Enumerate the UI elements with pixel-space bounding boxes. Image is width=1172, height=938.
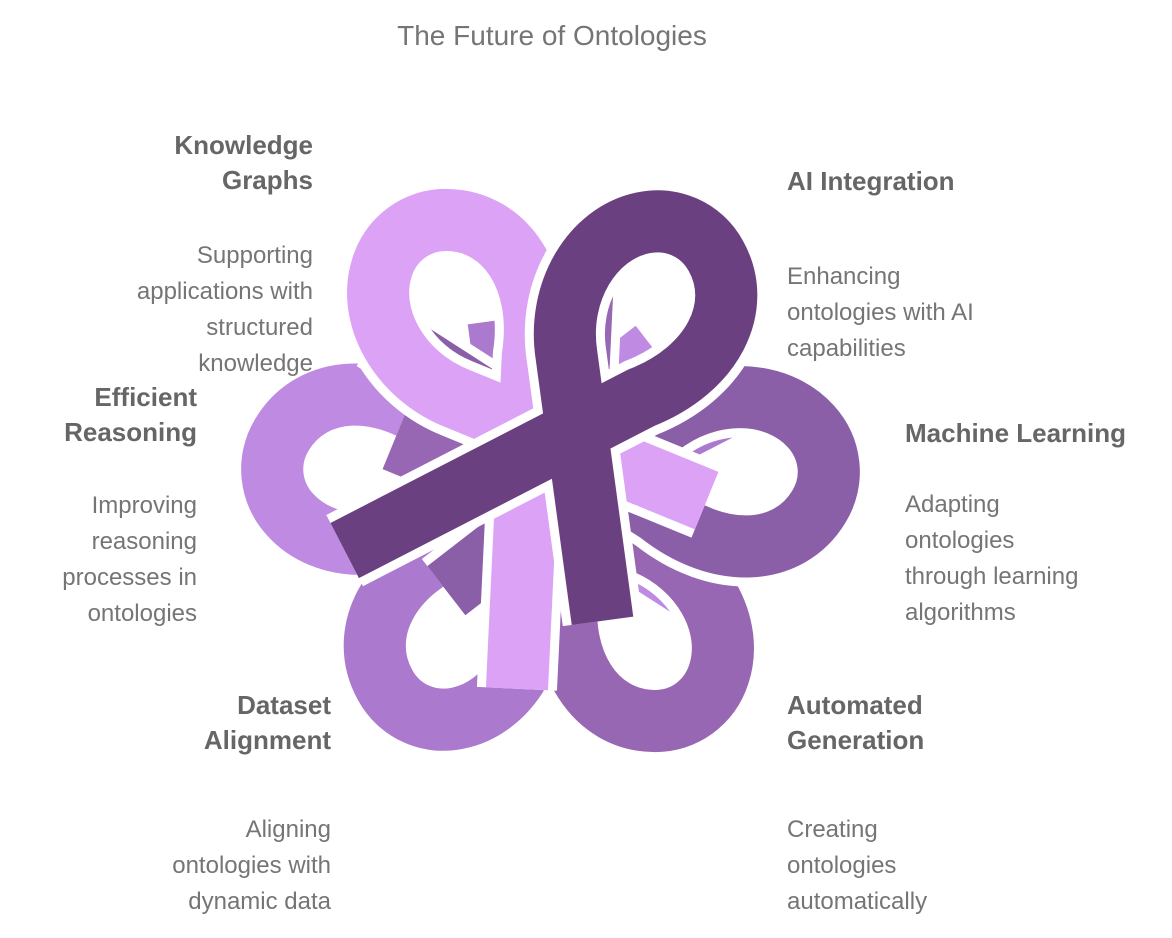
section-efficient-reasoning: Efficient Reasoning Improving reasoning …: [62, 362, 197, 650]
section-heading: AI Integration: [787, 166, 955, 196]
section-heading: Efficient Reasoning: [64, 382, 197, 447]
section-description: Supporting applications with structured …: [136, 242, 313, 377]
section-automated-generation: Automated Generation Creating ontologies…: [787, 670, 927, 938]
section-description: Creating ontologies automatically: [787, 816, 928, 915]
section-heading: Machine Learning: [905, 418, 1127, 448]
section-description: Aligning ontologies with dynamic data: [172, 816, 331, 915]
section-heading: Knowledge Graphs: [174, 130, 313, 195]
section-description: Improving reasoning processes in ontolog…: [62, 492, 197, 627]
section-dataset-alignment: Dataset Alignment Aligning ontologies wi…: [172, 670, 331, 938]
section-ai-integration: AI Integration Enhancing ontologies with…: [787, 146, 974, 385]
section-machine-learning: Machine Learning Adapting ontologies thr…: [905, 398, 1126, 649]
section-description: Enhancing ontologies with AI capabilitie…: [787, 263, 974, 362]
section-heading: Automated Generation: [787, 690, 925, 755]
section-heading: Dataset Alignment: [203, 690, 331, 755]
page-title: The Future of Ontologies: [397, 20, 707, 51]
section-description: Adapting ontologies through learning alg…: [905, 491, 1079, 626]
section-knowledge-graphs: Knowledge Graphs Supporting applications…: [137, 110, 313, 400]
